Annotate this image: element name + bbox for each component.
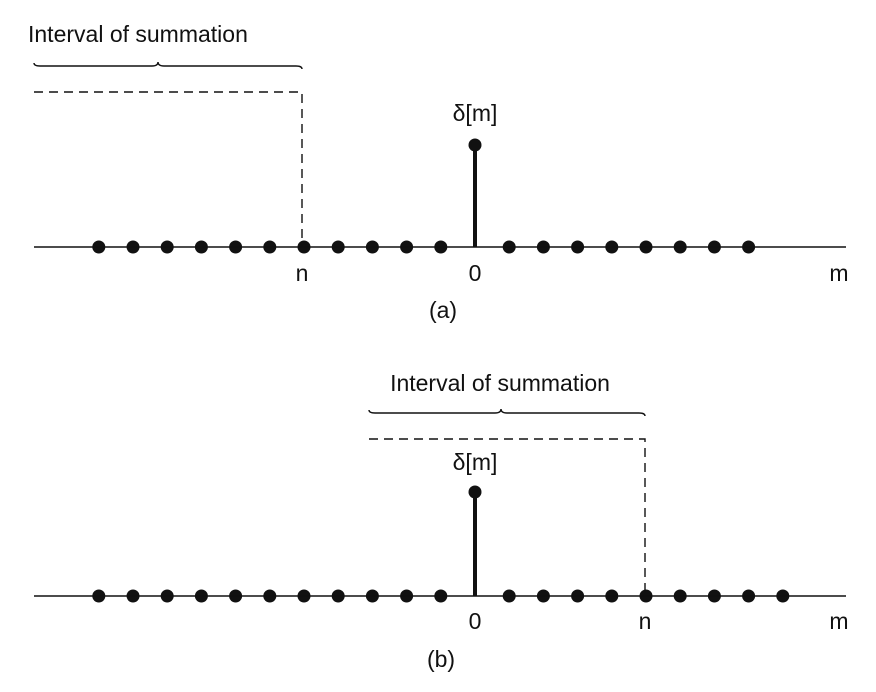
panel-b: Interval of summation δ[m] 0 n m (b) <box>34 370 849 672</box>
interval-brace-a <box>33 61 303 70</box>
caption-a: (a) <box>429 297 457 323</box>
interval-window-b <box>369 438 646 596</box>
interval-label-b: Interval of summation <box>390 370 610 396</box>
interval-label-a: Interval of summation <box>28 21 248 47</box>
interval-brace-b <box>368 408 646 417</box>
caption-b: (b) <box>427 646 455 672</box>
interval-window-a <box>34 91 303 247</box>
tick-label-n-b: n <box>639 608 652 634</box>
tick-label-zero-a: 0 <box>469 260 482 286</box>
tick-label-zero-b: 0 <box>469 608 482 634</box>
impulse-head-b <box>468 485 482 499</box>
tick-label-n-a: n <box>296 260 309 286</box>
impulse-label-b: δ[m] <box>453 449 498 475</box>
axis-label-m-a: m <box>829 260 848 286</box>
panel-a: Interval of summation δ[m] n 0 m (a) <box>28 21 849 323</box>
impulse-head-a <box>468 138 482 152</box>
axis-label-m-b: m <box>829 608 848 634</box>
impulse-label-a: δ[m] <box>453 100 498 126</box>
